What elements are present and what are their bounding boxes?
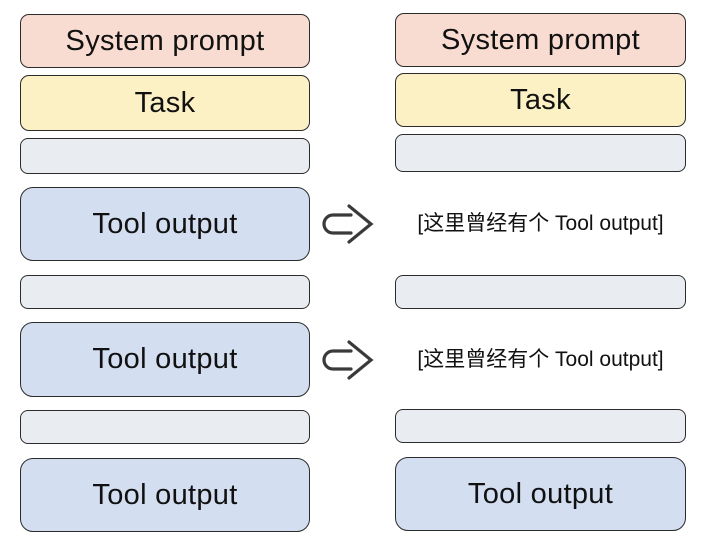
box-label: Tool output xyxy=(92,478,238,511)
box-tool-output-before-1: Tool output xyxy=(20,187,310,261)
box-label: Tool output xyxy=(92,207,238,240)
box-task-after: Task xyxy=(395,73,686,127)
replaced-tool-output-text-1: [这里曾经有个 Tool output] xyxy=(417,212,664,235)
box-message-after-3 xyxy=(395,409,686,443)
box-message-before-3 xyxy=(20,410,310,444)
box-system-prompt-before: System prompt xyxy=(20,14,310,68)
box-label: System prompt xyxy=(65,24,265,57)
box-label: Tool output xyxy=(467,477,614,510)
replaced-arrow-icon xyxy=(322,204,374,244)
box-tool-output-before-3: Tool output xyxy=(20,458,310,532)
box-label: Task xyxy=(510,83,571,116)
box-label: Task xyxy=(134,86,196,119)
box-label: Tool output xyxy=(92,343,238,375)
box-message-after-2 xyxy=(395,275,686,309)
replaced-tool-output-text-2: [这里曾经有个 Tool output] xyxy=(417,348,664,371)
box-message-before-2 xyxy=(20,275,310,309)
box-message-before-1 xyxy=(20,138,310,174)
replaced-arrow-icon xyxy=(322,340,374,380)
box-system-prompt-after: System prompt xyxy=(395,13,686,67)
box-message-after-1 xyxy=(395,134,686,172)
box-tool-output-after: Tool output xyxy=(395,457,686,531)
box-tool-output-before-2: Tool output xyxy=(20,322,310,397)
box-task-before: Task xyxy=(20,75,310,131)
box-label: System prompt xyxy=(441,23,640,56)
